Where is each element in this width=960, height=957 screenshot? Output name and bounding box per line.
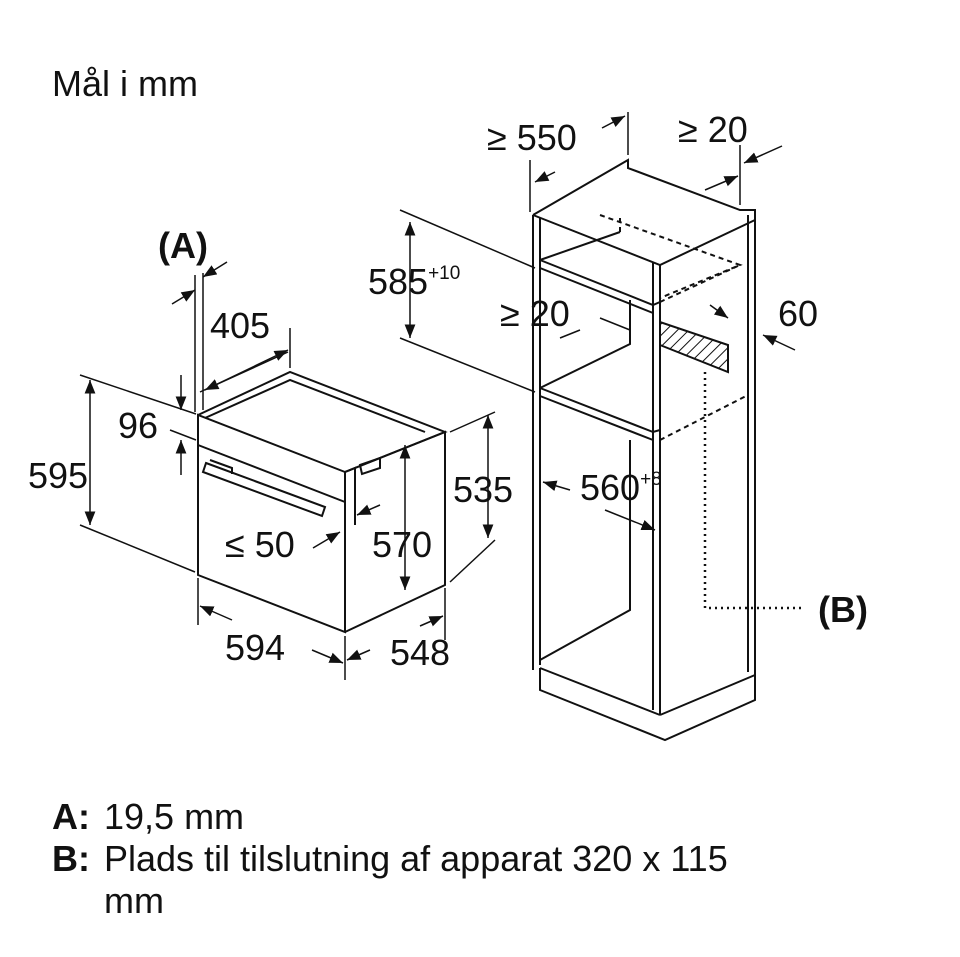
dim-a-label: (A) [158,225,208,266]
oven-handle [201,461,327,518]
dim-min-550: ≥ 550 [487,117,577,158]
dim-b-label: (B) [818,589,868,630]
page-title: Mål i mm [52,63,198,104]
cabinet-drawing [532,158,805,742]
legend: A:19,5 mm B:Plads til tilslutning af app… [52,796,728,922]
dim-594: 594 [225,627,286,668]
oven-side [344,430,446,633]
legend-b: B:Plads til tilslutning af apparat 320 x… [52,838,728,922]
dim-560: 560+8 [580,467,662,508]
vent-hatch [659,320,729,374]
dim-vent-gap: ≥ 20 [500,293,570,334]
dim-405: 405 [210,305,271,346]
oven-panel-line [197,444,346,503]
dim-60: 60 [778,293,819,334]
oven-top [197,370,448,473]
b-connector [703,372,805,610]
legend-a: A:19,5 mm [52,796,245,837]
dim-535: 535 [453,469,514,510]
dim-548: 548 [390,632,451,673]
cabinet-dimensions [399,112,796,531]
dim-door-gap: ≤ 50 [225,524,295,565]
dim-570: 570 [372,524,433,565]
dim-595: 595 [28,455,89,496]
dim-rear-gap: ≥ 20 [678,109,748,150]
dim-96: 96 [118,405,159,446]
oven-drawing [197,370,448,634]
dim-585: 585+10 [368,261,461,302]
oven-dimensions [79,261,496,680]
